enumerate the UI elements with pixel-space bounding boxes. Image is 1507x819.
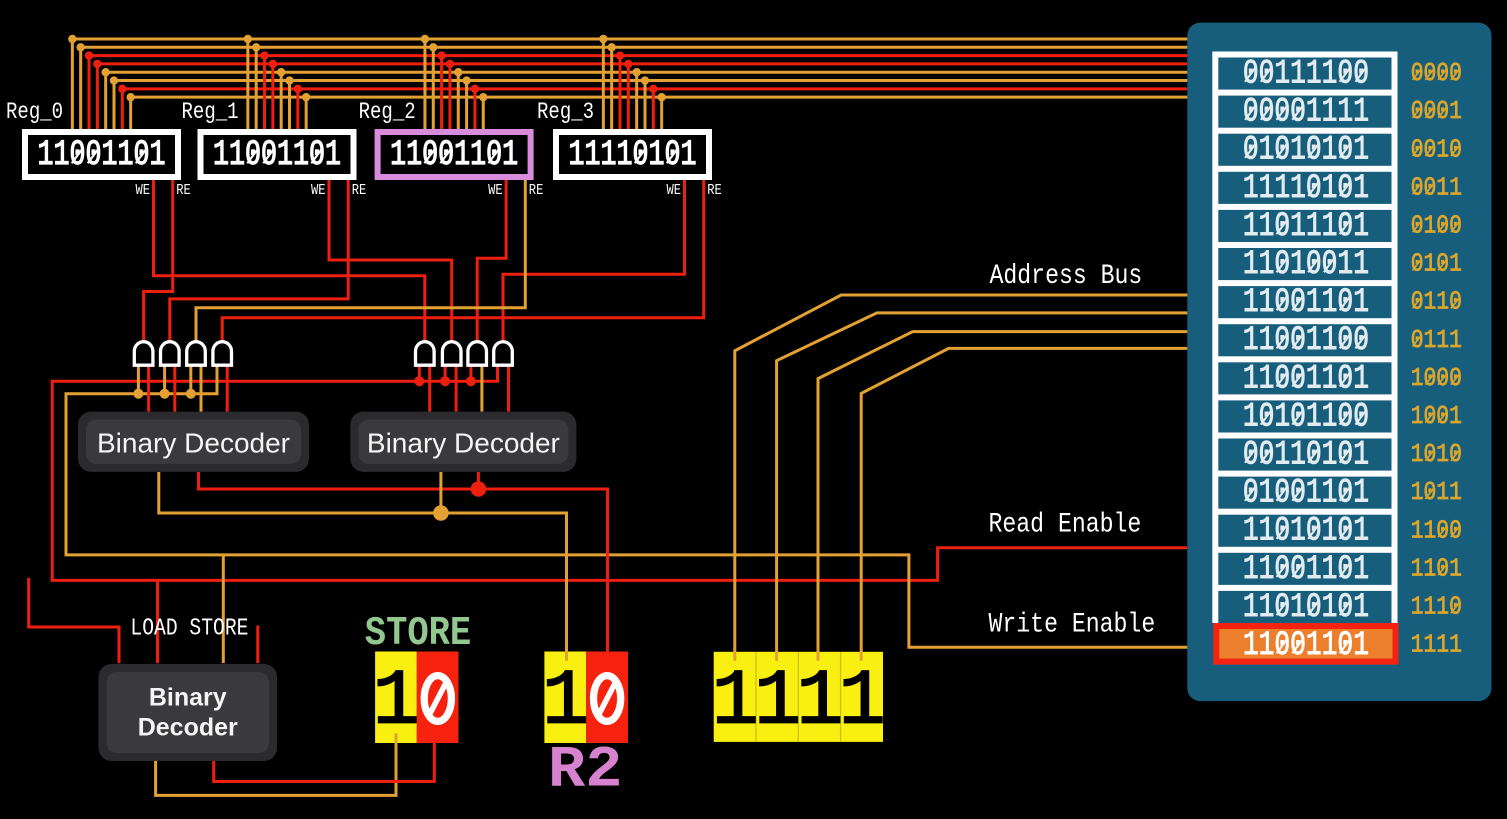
svg-text:Decoder: Decoder — [138, 713, 238, 741]
svg-text:Read Enable: Read Enable — [989, 509, 1142, 541]
svg-text:RE: RE — [707, 183, 722, 199]
svg-text:11001101: 11001101 — [37, 136, 165, 175]
svg-text:11010011: 11010011 — [1243, 245, 1369, 284]
svg-text:11001101: 11001101 — [1243, 550, 1369, 589]
svg-text:11110101: 11110101 — [1243, 169, 1369, 208]
svg-text:11001101: 11001101 — [1243, 283, 1369, 322]
svg-text:1001: 1001 — [1411, 402, 1462, 432]
svg-text:01010101: 01010101 — [1243, 131, 1369, 170]
svg-text:1: 1 — [712, 659, 759, 747]
svg-text:11001100: 11001100 — [1243, 321, 1369, 360]
svg-text:0110: 0110 — [1411, 288, 1462, 318]
svg-text:11110101: 11110101 — [568, 136, 696, 175]
svg-text:R2: R2 — [548, 738, 622, 804]
svg-text:LOAD STORE: LOAD STORE — [130, 615, 248, 642]
svg-text:1: 1 — [542, 659, 589, 747]
svg-text:WE: WE — [135, 183, 150, 199]
svg-text:1: 1 — [754, 659, 801, 747]
svg-text:1100: 1100 — [1411, 516, 1462, 546]
svg-text:RE: RE — [529, 183, 544, 199]
svg-text:0010: 0010 — [1411, 135, 1462, 165]
svg-text:0100: 0100 — [1411, 212, 1462, 242]
svg-text:11001101: 11001101 — [390, 136, 518, 175]
svg-text:11001101: 11001101 — [213, 136, 341, 175]
svg-text:RE: RE — [176, 183, 191, 199]
svg-text:1101: 1101 — [1411, 555, 1462, 585]
svg-text:Write Enable: Write Enable — [989, 608, 1156, 640]
svg-text:1: 1 — [373, 659, 420, 747]
svg-text:00110101: 00110101 — [1243, 435, 1369, 474]
svg-text:Binary Decoder: Binary Decoder — [367, 427, 560, 458]
svg-text:00111100: 00111100 — [1243, 54, 1369, 93]
svg-text:00001111: 00001111 — [1243, 92, 1369, 131]
svg-text:1110: 1110 — [1411, 593, 1462, 623]
svg-text:11010101: 11010101 — [1243, 588, 1369, 627]
svg-text:0011: 0011 — [1411, 174, 1462, 204]
svg-text:Reg_1: Reg_1 — [182, 99, 239, 125]
svg-text:11001101: 11001101 — [1243, 626, 1369, 665]
svg-text:11011101: 11011101 — [1243, 207, 1369, 246]
svg-text:Reg_2: Reg_2 — [359, 99, 416, 125]
svg-text:1011: 1011 — [1411, 478, 1462, 508]
svg-text:01001101: 01001101 — [1243, 473, 1369, 512]
svg-text:RE: RE — [352, 183, 367, 199]
svg-text:Reg_3: Reg_3 — [537, 99, 594, 125]
svg-text:Binary: Binary — [149, 683, 227, 711]
svg-text:0001: 0001 — [1411, 97, 1462, 127]
svg-text:Address Bus: Address Bus — [990, 260, 1143, 292]
svg-text:0111: 0111 — [1411, 326, 1462, 356]
svg-text:11010101: 11010101 — [1243, 512, 1369, 551]
svg-text:0101: 0101 — [1411, 250, 1462, 280]
svg-text:1111: 1111 — [1411, 631, 1462, 661]
svg-text:0000: 0000 — [1411, 59, 1462, 89]
svg-text:Binary Decoder: Binary Decoder — [97, 427, 290, 458]
svg-text:Reg_0: Reg_0 — [6, 99, 63, 125]
svg-text:WE: WE — [666, 183, 681, 199]
svg-text:1: 1 — [796, 659, 843, 747]
svg-text:1: 1 — [839, 659, 886, 747]
svg-text:WE: WE — [311, 183, 326, 199]
svg-text:STORE: STORE — [365, 610, 471, 657]
svg-text:WE: WE — [488, 183, 503, 199]
svg-text:1010: 1010 — [1411, 440, 1462, 470]
svg-text:11001101: 11001101 — [1243, 359, 1369, 398]
svg-text:1000: 1000 — [1411, 364, 1462, 394]
svg-text:10101100: 10101100 — [1243, 397, 1369, 436]
